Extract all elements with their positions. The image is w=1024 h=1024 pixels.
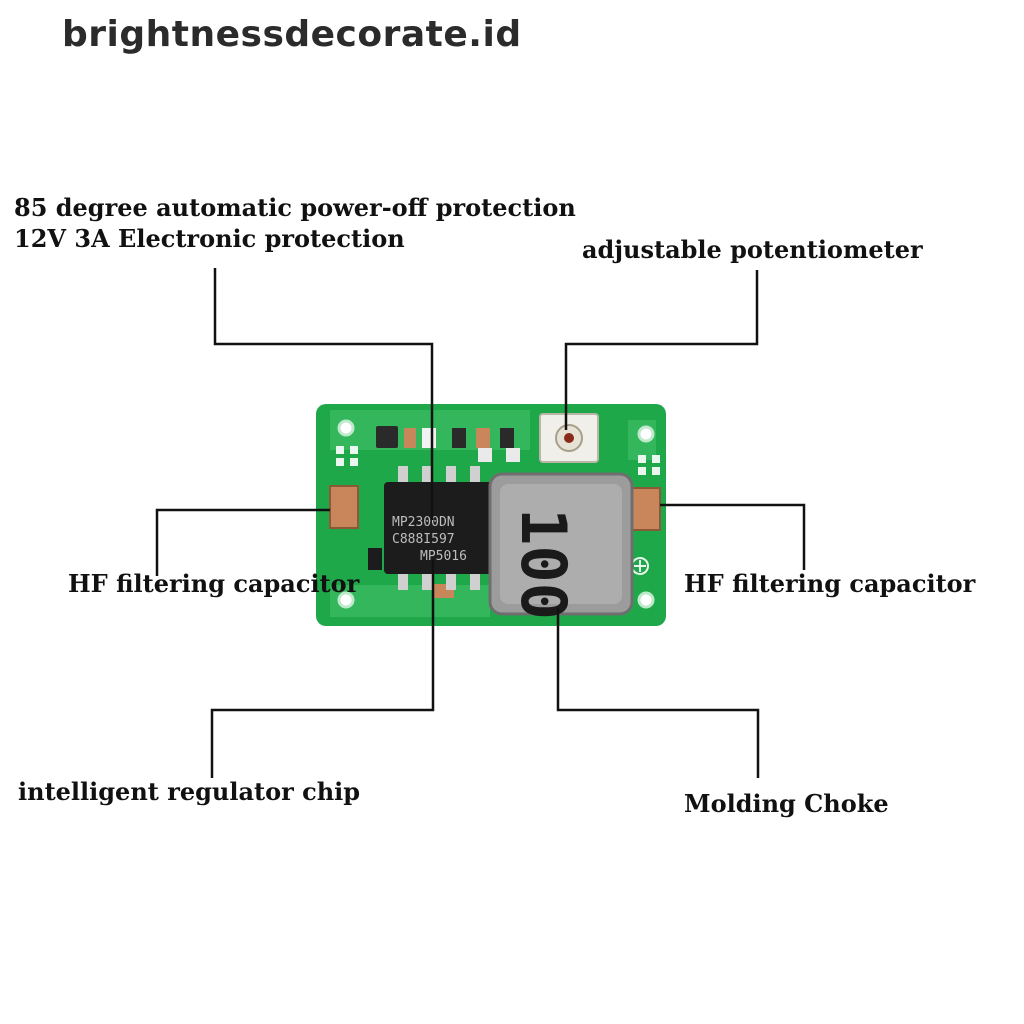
protection-line-2: 12V 3A Electronic protection (14, 223, 576, 254)
chip-marking-line-1: MP2300DN (392, 515, 455, 530)
molding-choke: 100 (490, 474, 632, 620)
callout-potentiometer: adjustable potentiometer (582, 234, 923, 265)
callout-molding-choke: Molding Choke (684, 788, 889, 819)
callout-regulator-chip: intelligent regulator chip (18, 776, 360, 807)
leader-hf-right (660, 505, 804, 570)
inductor-marking: 100 (507, 508, 580, 620)
hf-capacitor-left (330, 486, 358, 528)
callout-hf-capacitor-right: HF filtering capacitor (684, 568, 975, 599)
potentiometer (540, 414, 598, 462)
chip-marking-line-3: MP5016 (420, 549, 467, 564)
protection-line-1: 85 degree automatic power-off protection (14, 192, 576, 223)
callout-hf-capacitor-left: HF filtering capacitor (68, 568, 359, 599)
leader-hf-left (157, 510, 330, 576)
regulator-chip: MP2300DN C888I597 MP5016 (384, 466, 494, 590)
chip-marking-line-2: C888I597 (392, 532, 455, 547)
leader-choke (558, 608, 758, 778)
callout-protection: 85 degree automatic power-off protection… (14, 192, 576, 254)
hf-capacitor-right (632, 488, 660, 530)
